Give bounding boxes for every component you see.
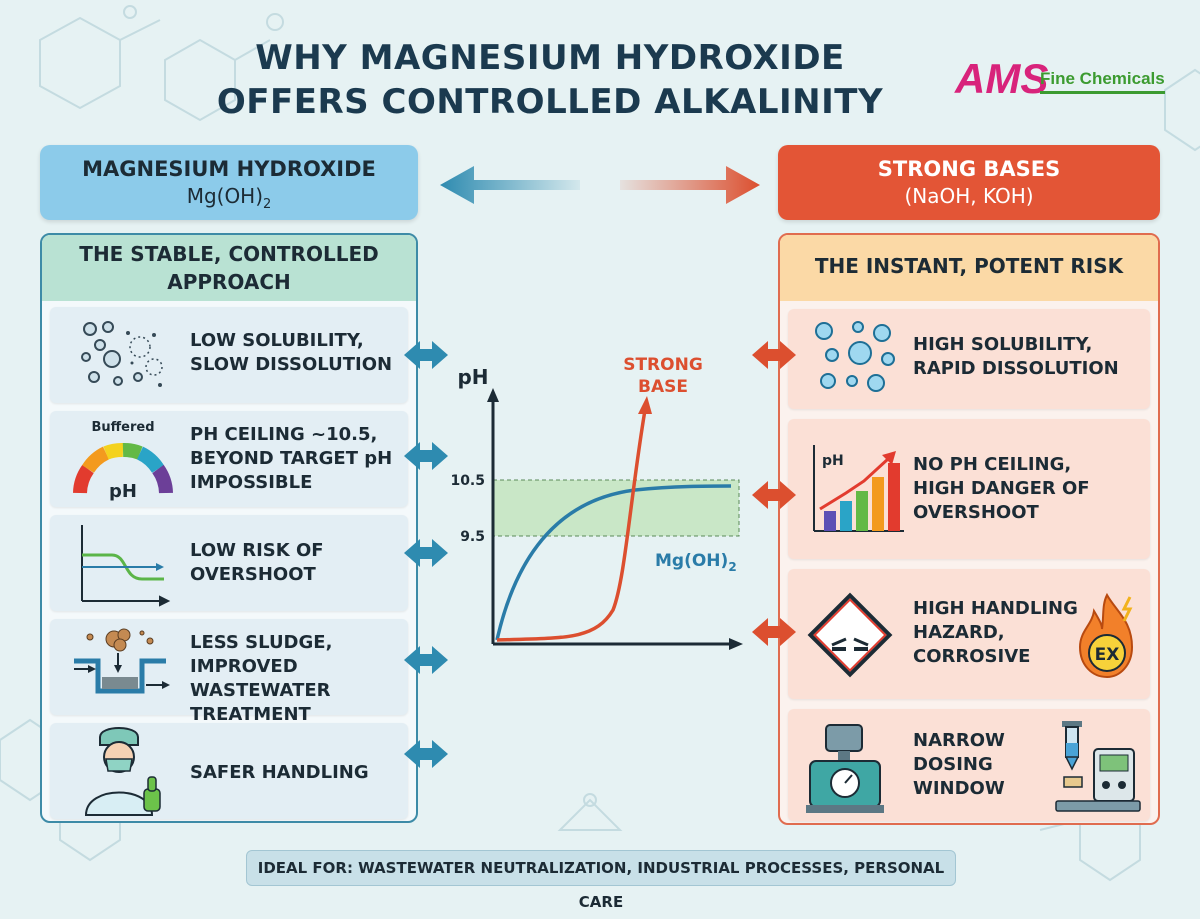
x-axis-arrow [729,638,743,650]
mg-card-low-solubility: LOW SOLUBILITY,SLOW DISSOLUTION [50,307,408,403]
strong-subheader: THE INSTANT, POTENT RISK [780,235,1158,301]
title-line-2: OFFERS CONTROLLED ALKALINITY [216,82,884,122]
strong-base-arrowhead [638,396,652,414]
applications-footer: IDEAL FOR: WASTEWATER NEUTRALIZATION, IN… [246,850,956,911]
ex-badge-label: EX [1095,645,1120,665]
strong-card-1-text: HIGH SOLUBILITY,RAPID DISSOLUTION [913,334,1119,379]
bubbles-icon [815,321,895,392]
gauge-top-label: Buffered [91,420,154,435]
wastewater-treatment-icon [74,628,170,694]
logo-tagline: Fine Chemicals [1040,69,1165,94]
mg-subheader: THE STABLE, CONTROLLED APPROACH [42,235,416,301]
mg-oh2-label: Mg(OH)2 [655,551,737,574]
target-ph-band [492,479,740,537]
logo-brand: AMS [955,55,1049,102]
strong-base-curve [496,409,647,642]
y-axis-label: pH [457,365,488,389]
ytick-9-5: 9.5 [460,529,485,545]
mg-card-safer-handling: SAFER HANDLING [50,723,408,819]
strong-bases-header: STRONG BASES (NaOH, KOH) [778,145,1160,220]
mg-oh2-curve [495,484,732,641]
dosing-pump-icon [806,724,884,813]
buffered-ph-gauge-icon: Buffered pH [73,420,173,502]
strong-card-high-solubility: HIGH SOLUBILITY,RAPID DISSOLUTION [788,309,1150,409]
safety-worker-thumbs-up-icon [84,727,161,816]
ytick-10-5: 10.5 [450,473,485,489]
company-logo: AMS Fine Chemicals [945,55,1185,115]
ph-comparison-chart: pH 10.5 9.5 STRONG BASE Mg(OH)2 [450,355,743,650]
strong-header-title: STRONG BASES [877,157,1061,181]
bar-chart-ph-label: pH [822,453,844,469]
magnesium-hydroxide-header: MAGNESIUM HYDROXIDE Mg(OH)2 [40,145,418,220]
strong-base-label-2: BASE [638,377,688,397]
header-comparison-arrows [440,166,760,204]
explosion-fire-icon: EX [1078,592,1134,679]
gauge-ph-label: pH [109,481,137,502]
corrosive-hazard-icon [807,592,893,678]
stable-curve-graph-icon [81,525,171,607]
strong-header-formula: (NaOH, KOH) [904,184,1034,208]
mg-card-ph-ceiling: Buffered pH PH CEILING ~10.5,BEYOND TARG… [50,411,408,507]
magnesium-hydroxide-panel: THE STABLE, CONTROLLED APPROACH LOW SOLU… [40,233,418,823]
lab-dosing-instrument-icon [1055,721,1141,812]
rising-bar-chart-icon: pH [813,445,904,532]
page-title: WHY MAGNESIUM HYDROXIDE OFFERS CONTROLLE… [200,36,900,124]
y-axis-arrow [487,388,499,402]
mg-header-formula: Mg(OH)2 [186,184,272,212]
mg-card-1-text: LOW SOLUBILITY,SLOW DISSOLUTION [190,330,393,375]
title-line-1: WHY MAGNESIUM HYDROXIDE [255,38,845,78]
mg-header-title: MAGNESIUM HYDROXIDE [82,157,376,181]
strong-base-label-1: STRONG [623,355,703,375]
particles-icon [81,321,163,387]
mg-card-5-text: SAFER HANDLING [190,762,369,783]
strong-bases-panel: THE INSTANT, POTENT RISK HIGH SOLUBILITY… [778,233,1160,825]
